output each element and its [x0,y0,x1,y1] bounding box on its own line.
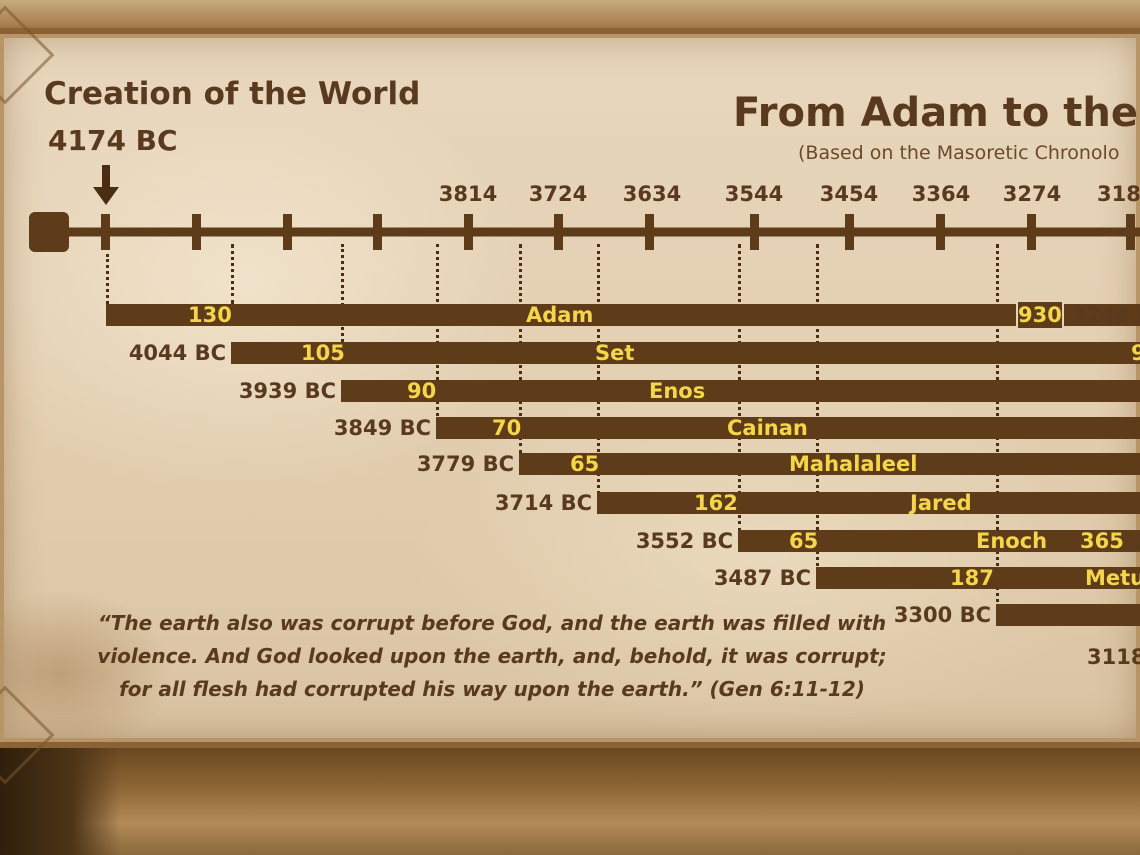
generation-bar [996,604,1140,626]
birth-year-label: 3300 BC [893,603,991,627]
generation-bar: 70 Cainan [436,416,1140,440]
person-name: Metu [1085,566,1140,590]
lifespan: 930 [1016,300,1064,330]
lifespan: 365 [1080,529,1124,553]
page-subtitle: (Based on the Masoretic Chronolo [798,142,1120,164]
person-name: Enoch [976,529,1048,553]
generation-bar: 187 Metu [816,566,1140,590]
age-at-son: 65 [570,452,600,476]
generation-bar: 65 Enoch 365 [738,529,1140,553]
creation-label: Creation of the World [44,76,421,112]
dotted-connector [106,254,109,316]
scripture-quote: “The earth also was corrupt before God, … [97,611,887,701]
generation-bar: 105 Set 9 [231,341,1140,365]
birth-year-label: 3714 BC [494,491,592,515]
age-at-son: 187 [950,566,994,590]
age-at-son: 90 [407,379,437,403]
birth-year-label: 3849 BC [333,416,431,440]
lifespan: 9 [1131,341,1140,365]
down-arrow-icon [93,165,119,205]
birth-year-label: 3487 BC [713,566,811,590]
death-year-label: 3118 [1087,645,1140,669]
age-at-son: 70 [492,416,522,440]
generation-bar: 130 Adam 930 [106,300,1140,330]
person-name: Set [595,341,635,365]
dotted-connector [436,244,439,416]
age-at-son: 162 [694,491,738,515]
person-name: Cainan [727,416,808,440]
birth-year-label: 3939 BC [238,379,336,403]
dotted-connector [231,244,234,304]
person-name: Jared [910,491,972,515]
birth-year-label: 4044 BC [128,341,226,365]
tree-silhouette [0,748,120,855]
age-at-son: 105 [301,341,345,365]
age-at-son: 130 [188,303,232,327]
generation-bar: 65 Mahalaleel [519,452,1140,476]
landscape-background [0,748,1140,855]
birth-year-label: 3779 BC [416,452,514,476]
age-at-son: 65 [789,529,819,553]
person-name: Mahalaleel [789,452,918,476]
generation-bar: 162 Jared [597,491,1140,515]
dotted-connector [816,244,819,574]
person-name: Enos [649,379,706,403]
creation-year: 4174 BC [48,124,178,157]
generation-bar: 90 Enos [341,379,1140,403]
death-year-label: 3244 B [1071,303,1140,327]
birth-year-label: 3552 BC [635,529,733,553]
dotted-connector [597,244,600,494]
person-name: Adam [526,303,594,327]
page-title: From Adam to the F [733,90,1140,136]
death-year-label: 3 [1133,528,1140,554]
dotted-connector [341,244,344,342]
